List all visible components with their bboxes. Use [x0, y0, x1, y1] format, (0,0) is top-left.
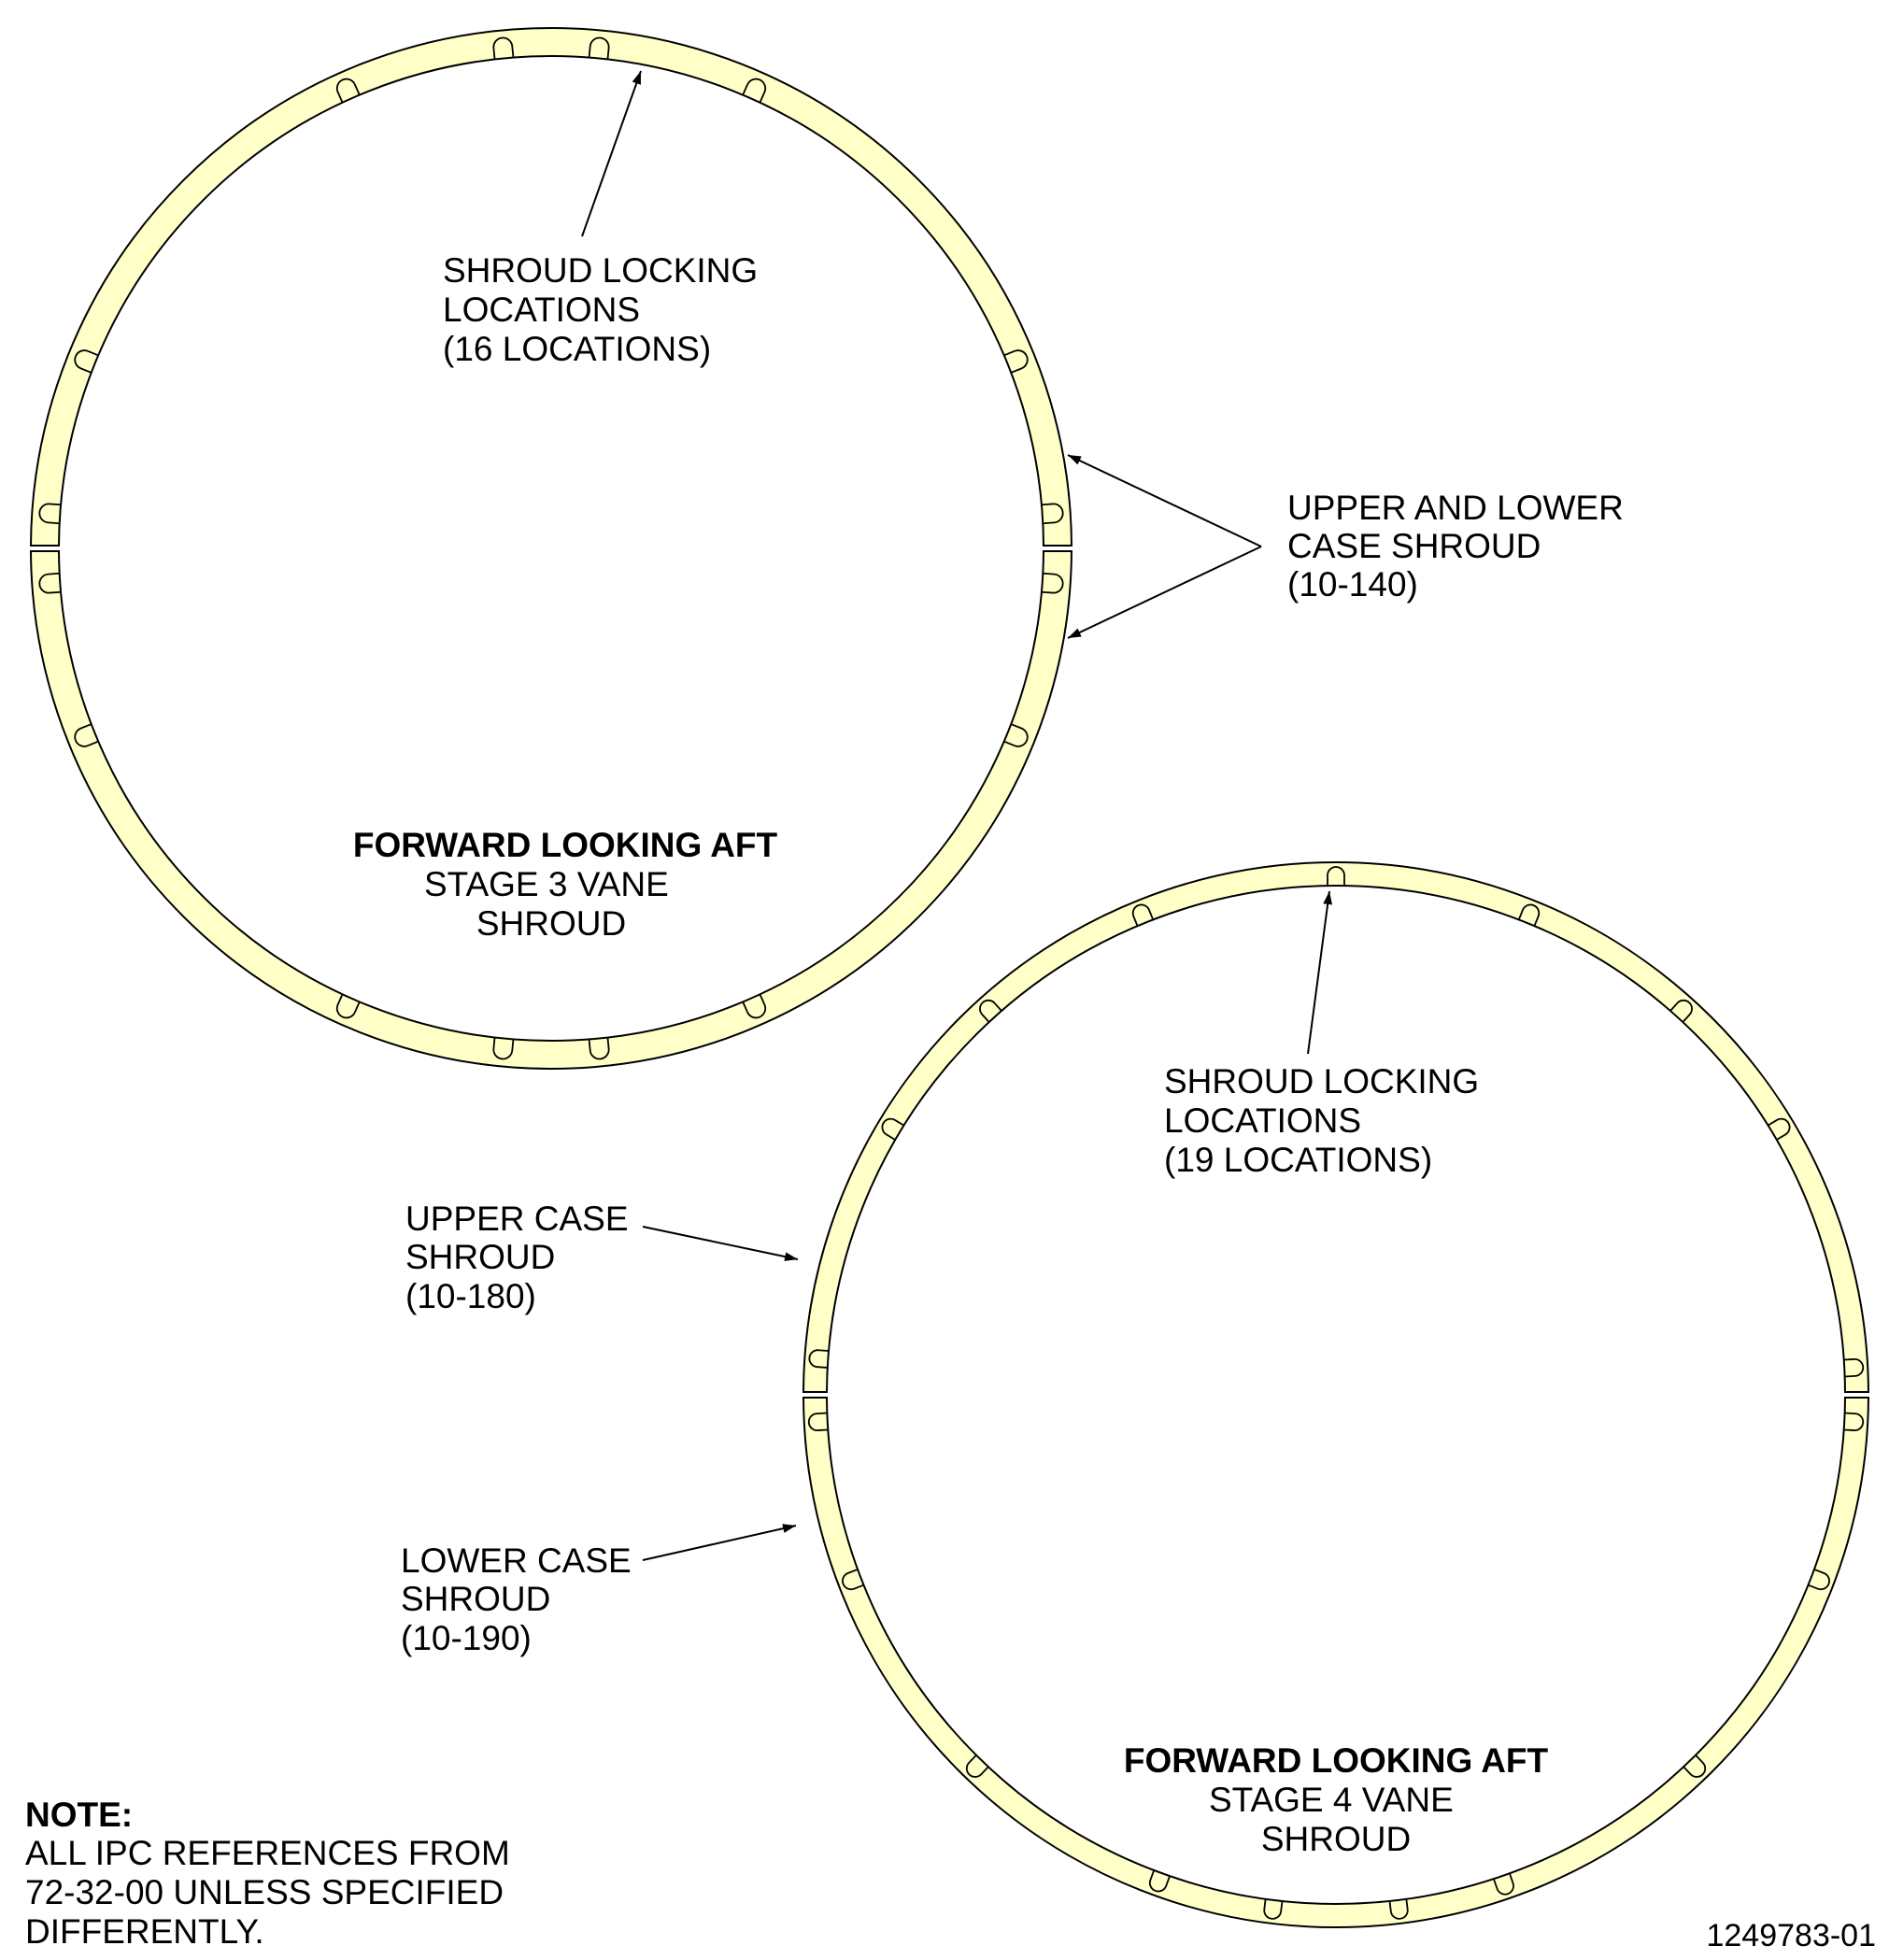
locking-slot [807, 1412, 829, 1431]
stage3-lower-shroud [30, 550, 1072, 1070]
locking-slot [965, 1754, 989, 1778]
stage3-case-label-line3: (10-140) [1287, 565, 1418, 604]
locking-slot [38, 503, 62, 525]
stage4-locking-leader [1307, 890, 1333, 1055]
stage3-case-label-line2: CASE SHROUD [1287, 527, 1541, 565]
locking-slot [38, 572, 62, 594]
locking-slot [588, 1037, 610, 1060]
locking-slot [742, 994, 767, 1019]
stage4-upper-label-line2: SHROUD [405, 1238, 555, 1276]
stage4-upper-label-line1: UPPER CASE [405, 1200, 629, 1238]
note-line2: 72-32-00 UNLESS SPECIFIED [25, 1873, 504, 1911]
stage3-locking-slots [38, 36, 1064, 1060]
locking-slot [1041, 572, 1064, 594]
stage4-lower-shroud [802, 1397, 1869, 1928]
locking-slot [1041, 503, 1064, 525]
stage3-case-leader-upper [1067, 454, 1262, 547]
stage4-lower-half [802, 1397, 1869, 1928]
locking-slot [492, 36, 515, 60]
stage4-upper-label-line3: (10-180) [405, 1277, 536, 1315]
stage4-locking-label-line3: (19 LOCATIONS) [1164, 1141, 1432, 1179]
locking-slot [1843, 1358, 1865, 1378]
stage4-lower-label-line3: (10-190) [401, 1619, 532, 1657]
stage4-view-subtitle: STAGE 4 VANE SHROUD [1209, 1781, 1463, 1858]
locking-slot [1808, 1569, 1830, 1591]
stage3-view-subtitle-line1: STAGE 3 VANE [424, 865, 669, 903]
note-line3: DIFFERENTLY. [25, 1912, 264, 1951]
locking-slot [588, 36, 610, 60]
stage4-view-subtitle-line2: SHROUD [1261, 1820, 1411, 1858]
locking-slot [979, 999, 1002, 1023]
locking-slot [335, 78, 361, 103]
stage3-view-subtitle: STAGE 3 VANE SHROUD [424, 865, 678, 943]
locking-slot [1493, 1873, 1514, 1896]
stage3-view-title: FORWARD LOOKING AFT [353, 826, 778, 864]
stage3-locking-label-line3: (16 LOCATIONS) [443, 330, 711, 368]
stage4-locking-label: SHROUD LOCKING LOCATIONS (19 LOCATIONS) [1164, 1062, 1488, 1179]
stage3-view-subtitle-line2: SHROUD [476, 904, 626, 943]
stage3-case-leader-lower [1067, 546, 1262, 639]
locking-slot [1683, 1754, 1707, 1778]
stage4-lower-label: LOWER CASE SHROUD (10-190) [401, 1541, 641, 1657]
locking-slot [1131, 903, 1155, 927]
note-line1: ALL IPC REFERENCES FROM [25, 1834, 510, 1872]
locking-slot [335, 994, 361, 1019]
locking-slot [1843, 1412, 1865, 1431]
locking-slot [1517, 903, 1541, 927]
stage4-upper-shroud [802, 861, 1869, 1393]
locking-slot [881, 1117, 904, 1141]
stage3-locking-label-line1: SHROUD LOCKING [443, 251, 758, 290]
stage3-locking-label-line2: LOCATIONS [443, 291, 640, 329]
locking-slot [742, 78, 767, 103]
stage4-lower-leader [642, 1524, 797, 1561]
locking-slot [842, 1569, 864, 1591]
stage3-case-label: UPPER AND LOWER CASE SHROUD (10-140) [1287, 489, 1633, 604]
stage4-locking-label-line2: LOCATIONS [1164, 1101, 1361, 1140]
stage3-locking-label: SHROUD LOCKING LOCATIONS (16 LOCATIONS) [443, 251, 767, 368]
stage3-shroud-ring [30, 27, 1072, 1070]
stage3-lower-half [30, 550, 1072, 1070]
locking-slot [1327, 866, 1345, 886]
locking-slot [74, 349, 99, 374]
locking-slot [492, 1037, 515, 1060]
locking-slot [74, 723, 99, 747]
stage4-shroud-ring [802, 861, 1869, 1928]
stage4-upper-label: UPPER CASE SHROUD (10-180) [405, 1200, 638, 1315]
note-heading: NOTE: [25, 1796, 133, 1834]
note-body: ALL IPC REFERENCES FROM 72-32-00 UNLESS … [25, 1834, 519, 1951]
stage4-locking-slots [807, 866, 1865, 1920]
locking-slot [1768, 1117, 1791, 1141]
locking-slot [1003, 349, 1029, 374]
stage4-upper-half [802, 861, 1869, 1393]
figure-id: 1249783-01 [1706, 1918, 1876, 1953]
stage4-lower-label-line2: SHROUD [401, 1580, 550, 1618]
stage4-view-title: FORWARD LOOKING AFT [1124, 1741, 1549, 1780]
stage4-lower-label-line1: LOWER CASE [401, 1541, 632, 1580]
locking-slot [808, 1349, 830, 1369]
locking-slot [1148, 1869, 1171, 1893]
stage3-locking-leader [581, 70, 642, 237]
stage3-upper-shroud [30, 27, 1072, 547]
stage4-view-subtitle-line1: STAGE 4 VANE [1209, 1781, 1454, 1819]
locking-slot [1669, 999, 1693, 1023]
stage4-upper-leader [642, 1226, 799, 1261]
locking-slot [1263, 1898, 1284, 1920]
locking-slot [1003, 723, 1029, 747]
stage4-locking-label-line1: SHROUD LOCKING [1164, 1062, 1479, 1101]
stage3-case-label-line1: UPPER AND LOWER [1287, 489, 1624, 527]
stage3-upper-half [30, 27, 1072, 547]
leader-lines [581, 70, 1333, 1561]
locking-slot [1388, 1898, 1409, 1920]
